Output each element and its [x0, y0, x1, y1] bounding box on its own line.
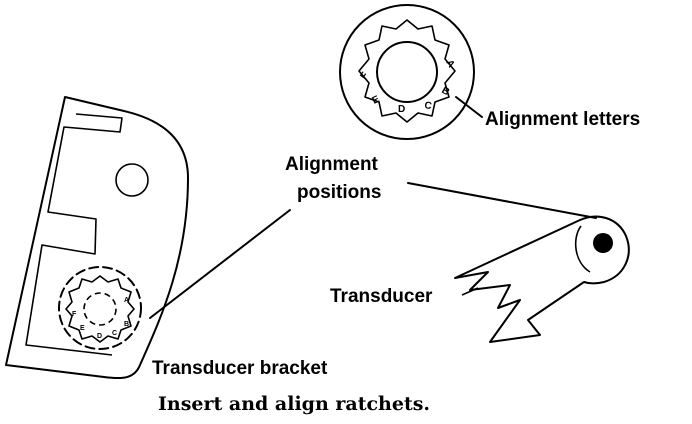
transducer-bracket: A B C D E F — [5, 96, 189, 380]
bracket-ratchet-teeth — [65, 275, 135, 343]
ratchet-letter-b: B — [440, 85, 452, 98]
transducer-pivot-ring — [574, 225, 591, 273]
transducer — [454, 215, 630, 343]
leader-alignment-letters — [455, 96, 483, 118]
ratchet-letter-a: A — [443, 58, 456, 70]
bracket-ratchet-outline — [58, 266, 142, 350]
ratchet-letter-d: D — [398, 104, 405, 115]
alignment-positions-label-line1: Alignment — [285, 154, 379, 175]
alignment-letters-label: Alignment letters — [485, 109, 640, 130]
alignment-positions-label-line2: positions — [297, 182, 381, 203]
bracket-outer-outline — [5, 96, 189, 380]
bracket-mounting-hole — [115, 163, 149, 197]
bracket-letter-a: A — [124, 297, 129, 304]
ratchet-letter-c: C — [423, 100, 432, 112]
bracket-letter-b: B — [124, 321, 129, 328]
figure-caption: Insert and align ratchets. — [158, 393, 430, 415]
ratchet-letter-f: F — [358, 70, 371, 81]
ratchet-detail-teeth — [358, 19, 456, 123]
ratchet-detail-hub — [376, 41, 438, 103]
ratchet-letter-e: E — [371, 94, 382, 107]
bracket-inner-cutout — [25, 113, 123, 356]
transducer-label: Transducer — [330, 286, 433, 307]
leader-positions-to-bracket — [149, 209, 291, 319]
ratchet-detail-outline — [339, 4, 475, 140]
transducer-body — [454, 215, 630, 343]
transducer-bracket-label: Transducer bracket — [152, 358, 328, 379]
bracket-letter-d: D — [97, 333, 102, 340]
ratchet-detail: A B C D E F — [339, 4, 475, 140]
leader-transducer — [461, 287, 479, 296]
bracket-letter-e: E — [80, 325, 85, 332]
bracket-ratchet-hub — [83, 292, 117, 326]
bracket-letter-f: F — [72, 311, 77, 318]
transducer-pivot — [593, 233, 613, 253]
leader-positions-to-transducer — [407, 182, 597, 219]
bracket-letter-c: C — [112, 330, 117, 337]
